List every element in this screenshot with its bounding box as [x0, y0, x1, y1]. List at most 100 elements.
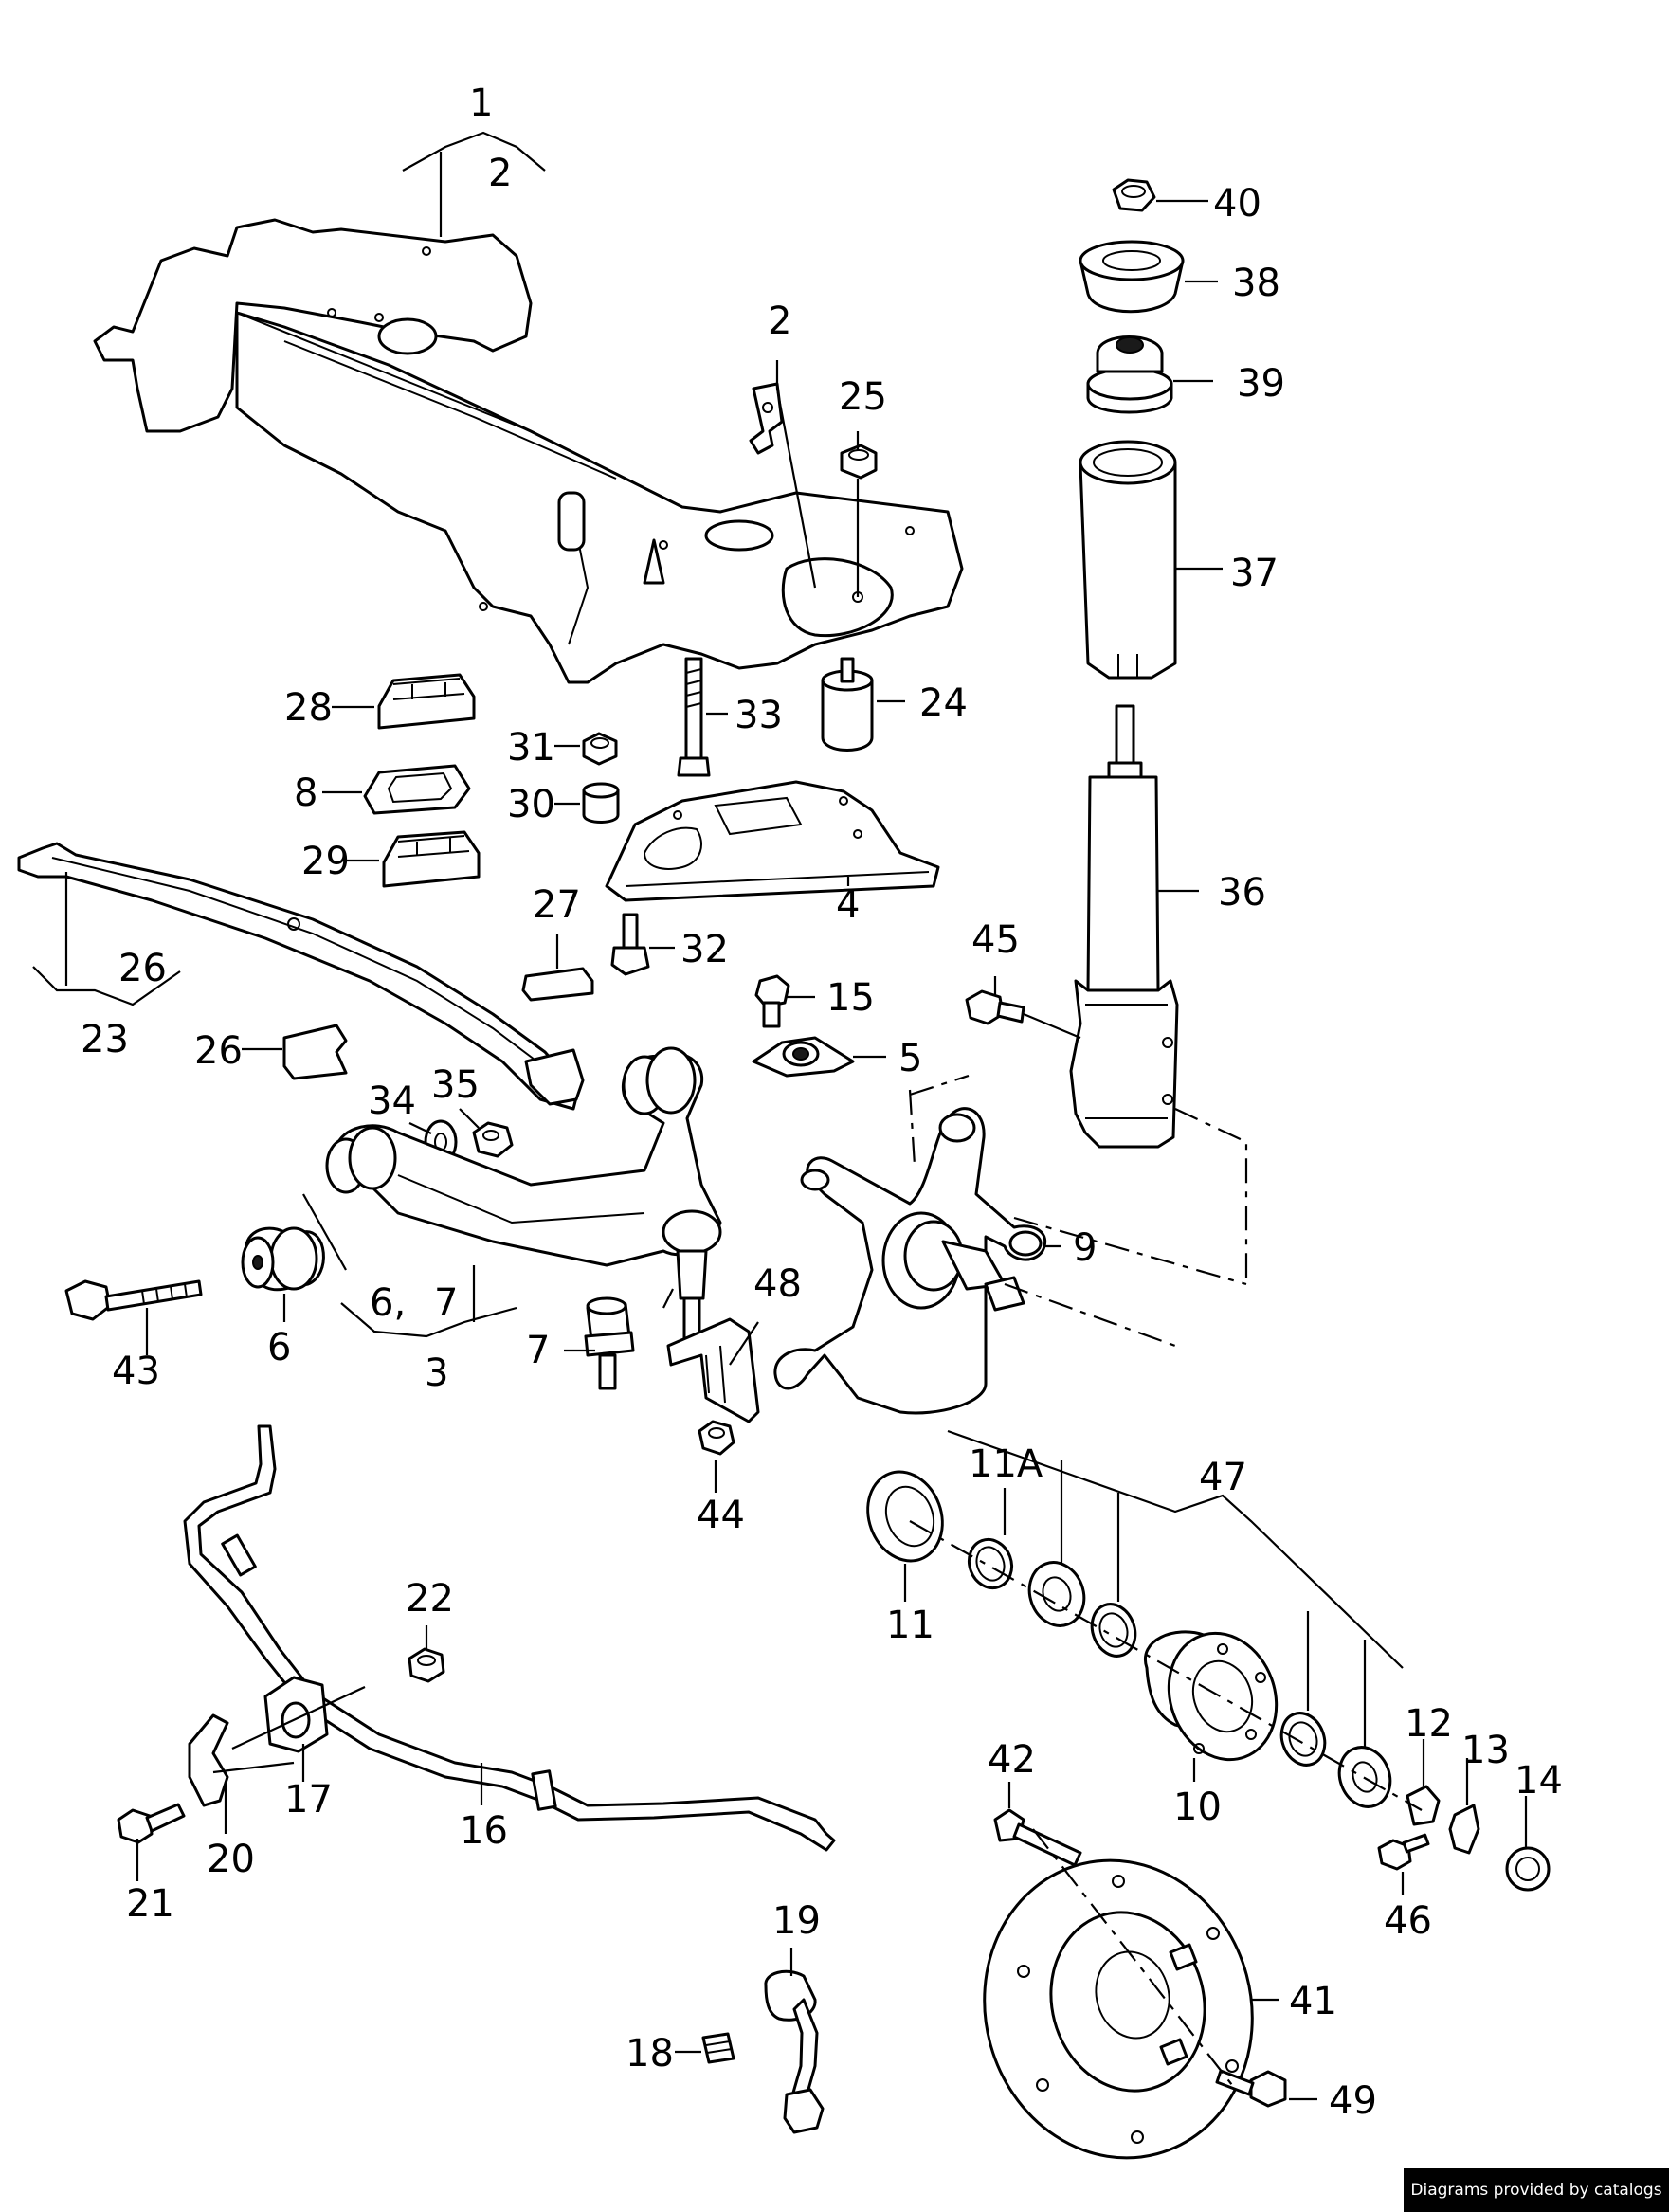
nut-part-12 [1406, 1785, 1441, 1826]
callout-6b: 6, [370, 1281, 406, 1325]
callout-40: 40 [1213, 182, 1261, 226]
leader-lines [32, 131, 1528, 2101]
callout-41: 41 [1289, 1980, 1337, 2023]
callout-18: 18 [626, 2032, 674, 2076]
pad-part-28 [377, 673, 476, 730]
buffer-part-24 [821, 657, 874, 752]
cap-part-14 [1505, 1846, 1551, 1892]
bolt-part-32 [610, 913, 650, 976]
pad-part-27 [521, 967, 594, 1002]
callout-44: 44 [697, 1494, 745, 1537]
steering-knuckle-part-9 [773, 1107, 1047, 1415]
callout-11a: 11A [969, 1442, 1043, 1486]
callout-19: 19 [772, 1899, 821, 1943]
bushing-part-18 [701, 2032, 735, 2064]
nut-part-25 [840, 444, 878, 480]
callout-36: 36 [1218, 871, 1266, 915]
nut-part-22 [408, 1647, 445, 1683]
callout-31: 31 [507, 726, 555, 770]
callout-17: 17 [284, 1778, 333, 1822]
bracket-part-5 [752, 1036, 855, 1078]
bracket-part-48 [666, 1317, 760, 1423]
callout-25: 25 [839, 375, 887, 419]
callout-23: 23 [81, 1018, 129, 1061]
callout-49: 49 [1329, 2079, 1377, 2123]
callout-37: 37 [1230, 552, 1279, 595]
pad-part-26 [282, 1024, 348, 1080]
callout-47: 47 [1199, 1456, 1247, 1499]
nut-part-40 [1112, 178, 1156, 212]
mounting-plate-part-4 [605, 780, 940, 902]
bolt-part-15 [754, 974, 790, 1028]
spacer-part-30 [582, 782, 620, 824]
callout-34: 34 [368, 1079, 416, 1123]
callout-45: 45 [971, 918, 1020, 962]
callout-20: 20 [207, 1838, 255, 1881]
plate-part-8 [363, 764, 471, 815]
credit-banner: Diagrams provided by catalogs parts [1404, 2168, 1669, 2212]
link-part-19 [764, 1969, 825, 2134]
callout-24: 24 [919, 681, 968, 725]
clamp-part-20 [188, 1713, 229, 1807]
nut-part-31 [582, 732, 618, 766]
boot-part-37 [1079, 440, 1177, 680]
callout-30: 30 [507, 783, 555, 826]
callout-21: 21 [126, 1882, 174, 1926]
pad-part-29 [382, 830, 481, 888]
ring-part-11a [967, 1537, 1014, 1590]
callout-labels: 1 2 2 25 40 38 39 37 24 33 28 31 30 8 29… [81, 82, 1563, 2123]
callout-33: 33 [735, 694, 783, 737]
nut-part-35 [472, 1121, 514, 1158]
callout-6a: 6 [267, 1326, 291, 1369]
callout-43: 43 [112, 1350, 160, 1393]
wheel-hub-part-10 [1143, 1630, 1279, 1762]
callout-2a: 2 [488, 152, 512, 195]
nut-part-44 [698, 1420, 735, 1456]
callout-1: 1 [469, 82, 493, 125]
callout-13: 13 [1461, 1729, 1510, 1772]
callout-5: 5 [898, 1037, 922, 1080]
bearing-inner [1027, 1561, 1086, 1627]
bolt-part-21 [117, 1803, 186, 1844]
callout-26b: 26 [194, 1029, 243, 1073]
callout-14: 14 [1515, 1759, 1563, 1803]
callout-27: 27 [533, 883, 581, 927]
callout-4: 4 [836, 883, 860, 927]
callout-39: 39 [1237, 362, 1285, 406]
callout-7a: 7 [434, 1281, 458, 1325]
callout-28: 28 [284, 686, 333, 730]
callout-22: 22 [406, 1577, 454, 1621]
callout-42: 42 [988, 1738, 1036, 1782]
brake-disc-part-41 [983, 1858, 1254, 2160]
callout-2b: 2 [768, 299, 791, 343]
bolt-part-33 [677, 657, 711, 777]
strut-part-36 [1069, 704, 1179, 1149]
callout-3: 3 [425, 1351, 448, 1395]
ring-outer [1279, 1712, 1327, 1767]
callout-46: 46 [1384, 1899, 1432, 1943]
bushing-part-6 [241, 1226, 325, 1292]
control-arm-part-3 [325, 1046, 722, 1348]
subframe-part [93, 218, 964, 684]
bolt-part-42 [993, 1808, 1082, 1867]
callout-9: 9 [1073, 1226, 1097, 1270]
ball-joint-part-7 [584, 1296, 635, 1390]
callout-32: 32 [680, 928, 729, 971]
stabilizer-bar-part-16 [183, 1424, 836, 1852]
callout-48: 48 [753, 1262, 802, 1306]
bearing-part-39 [1086, 335, 1173, 414]
callout-26a: 26 [118, 947, 167, 990]
axis-lines [662, 1074, 1423, 2086]
bolt-part-45 [965, 989, 1025, 1025]
strut-mount-part-38 [1079, 240, 1185, 314]
callout-7b: 7 [526, 1329, 550, 1372]
callout-11: 11 [886, 1604, 934, 1647]
screw-part-46 [1377, 1833, 1430, 1871]
bolt-part-49 [1215, 2069, 1287, 2108]
lock-part-13 [1448, 1804, 1480, 1855]
callout-29: 29 [301, 840, 350, 883]
callout-8: 8 [294, 771, 317, 815]
callout-12: 12 [1405, 1702, 1453, 1746]
